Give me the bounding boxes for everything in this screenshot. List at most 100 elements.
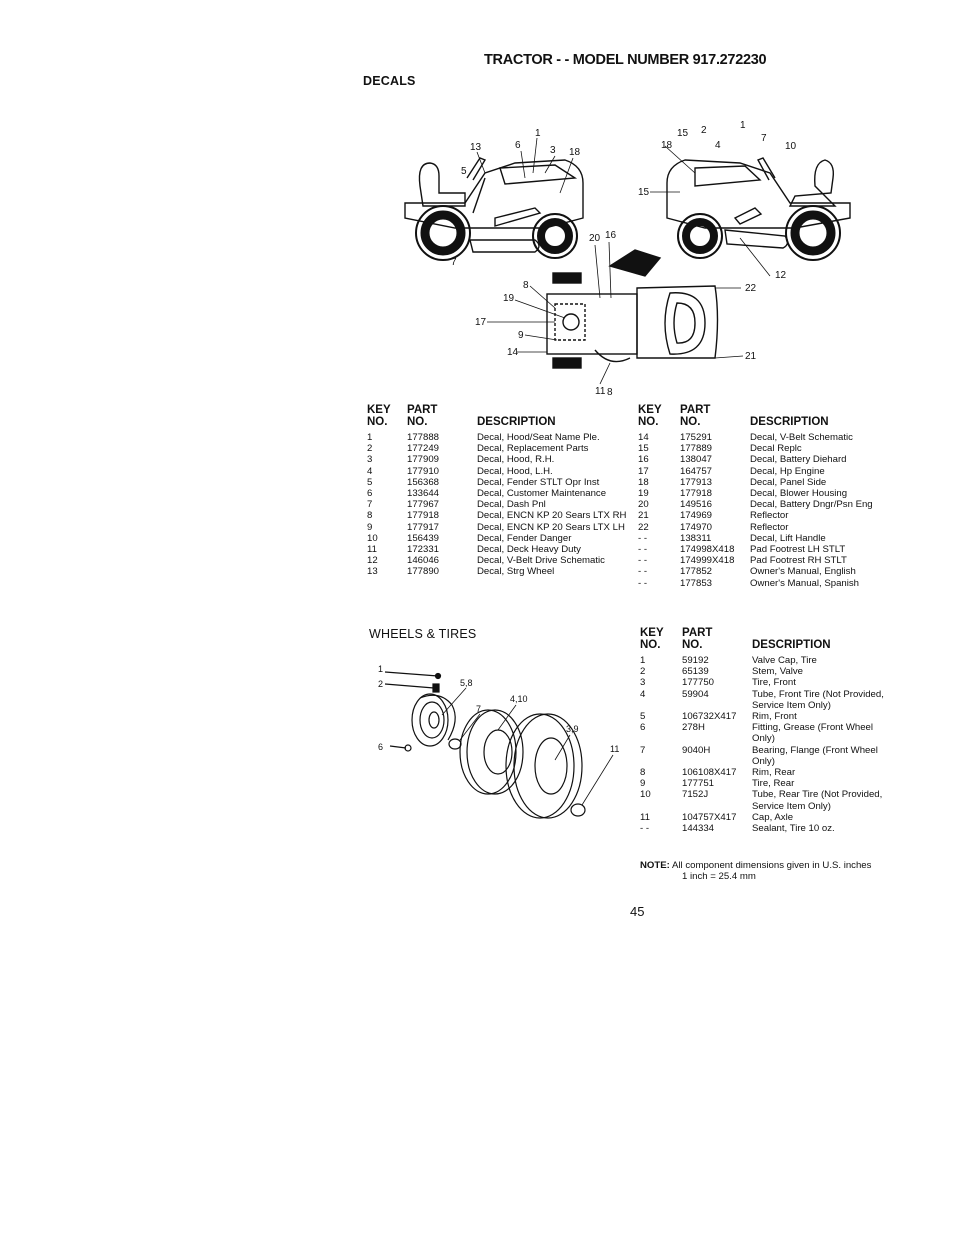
description: Decal, Panel Side	[750, 476, 827, 488]
description: Decal, Blower Housing	[750, 488, 848, 500]
key-no: 19	[638, 488, 649, 500]
key-no: 7	[367, 499, 373, 511]
part-no: 177910	[407, 465, 440, 477]
callout-8: 8	[523, 280, 529, 291]
part-no: 177917	[407, 521, 440, 533]
key-no: 1	[367, 432, 373, 443]
part-no: 138047	[680, 454, 713, 466]
description: Decal, Battery Diehard	[750, 454, 847, 466]
key-no: 4	[367, 465, 373, 477]
key-no: 8	[367, 510, 373, 522]
description: Tube, Rear Tire (Not Provided, Service I…	[752, 789, 883, 812]
key-no: 15	[638, 443, 649, 455]
part-no: 174998X418	[680, 544, 735, 556]
part-no-label: NO.	[682, 639, 703, 651]
description: Decal, Hood, L.H.	[477, 465, 553, 477]
key-no: 3	[367, 454, 373, 466]
callout-8b: 8	[607, 387, 613, 398]
no-label: NO.	[640, 639, 661, 651]
key-no: 10	[367, 532, 378, 544]
key-label: KEY	[638, 404, 662, 416]
callout-6: 6	[515, 140, 521, 151]
key-no: 6	[640, 722, 646, 734]
part-no: 7152J	[682, 789, 709, 801]
wheels-diagram: 1 2 5,8 4,10 7 3,9 6 11	[378, 664, 619, 819]
dimension-note: NOTE: All component dimensions given in …	[640, 860, 871, 882]
key-no: 14	[638, 432, 649, 443]
part-no: 177853	[680, 577, 713, 589]
key-no: 2	[640, 666, 646, 678]
key-no: 13	[367, 566, 378, 578]
callout-11: 11	[595, 386, 606, 397]
key-no: - -	[638, 577, 648, 589]
callout-17: 17	[475, 317, 487, 328]
callout-22: 22	[745, 283, 757, 294]
part-no: 278H	[682, 722, 705, 734]
key-no: 9	[640, 778, 646, 790]
key-no: 11	[367, 544, 377, 556]
callout-leader-lines	[476, 137, 771, 385]
key-no: 3	[640, 677, 646, 689]
note-label: NOTE:	[640, 860, 670, 871]
description: Sealant, Tire 10 oz.	[752, 823, 835, 835]
callout-5: 5	[461, 166, 467, 177]
description: Pad Footrest RH STLT	[750, 555, 847, 567]
callout-7b: 7	[761, 133, 767, 144]
callout-16: 16	[605, 230, 617, 241]
decals-heading: DECALS	[363, 74, 416, 88]
part-no: 59904	[682, 688, 709, 700]
part-no: 156368	[407, 476, 440, 488]
description: Decal, Battery Dngr/Psn Eng	[750, 499, 873, 511]
wt-callout-7: 7	[476, 704, 481, 714]
key-no: 18	[638, 476, 649, 488]
part-no: 149516	[680, 499, 713, 511]
callout-20: 20	[589, 233, 601, 244]
callout-4: 4	[715, 140, 721, 151]
key-no: - -	[638, 555, 648, 567]
wt-callout-11: 11	[610, 744, 619, 754]
description: Owner's Manual, English	[750, 566, 856, 578]
description: Decal, Deck Heavy Duty	[477, 544, 581, 556]
key-no: 21	[638, 510, 649, 522]
part-no: 144334	[682, 823, 715, 835]
description: Decal, Customer Maintenance	[477, 488, 607, 500]
description: Decal, Lift Handle	[750, 532, 826, 544]
callout-18b: 18	[661, 140, 673, 151]
part-label: PART	[407, 404, 438, 416]
description: Decal, Dash Pnl	[477, 499, 546, 511]
key-no: - -	[640, 823, 650, 835]
callout-1b: 1	[740, 120, 746, 131]
part-no-label: NO.	[407, 416, 428, 428]
part-no: 156439	[407, 532, 440, 544]
callout-9: 9	[518, 330, 524, 341]
callout-7: 7	[451, 257, 457, 268]
part-no: 177889	[680, 443, 713, 455]
key-no: 17	[638, 465, 649, 477]
description: Fitting, Grease (Front Wheel Only)	[752, 722, 874, 745]
description: Tire, Front	[752, 677, 796, 689]
description: Decal, Hood, R.H.	[477, 454, 555, 466]
